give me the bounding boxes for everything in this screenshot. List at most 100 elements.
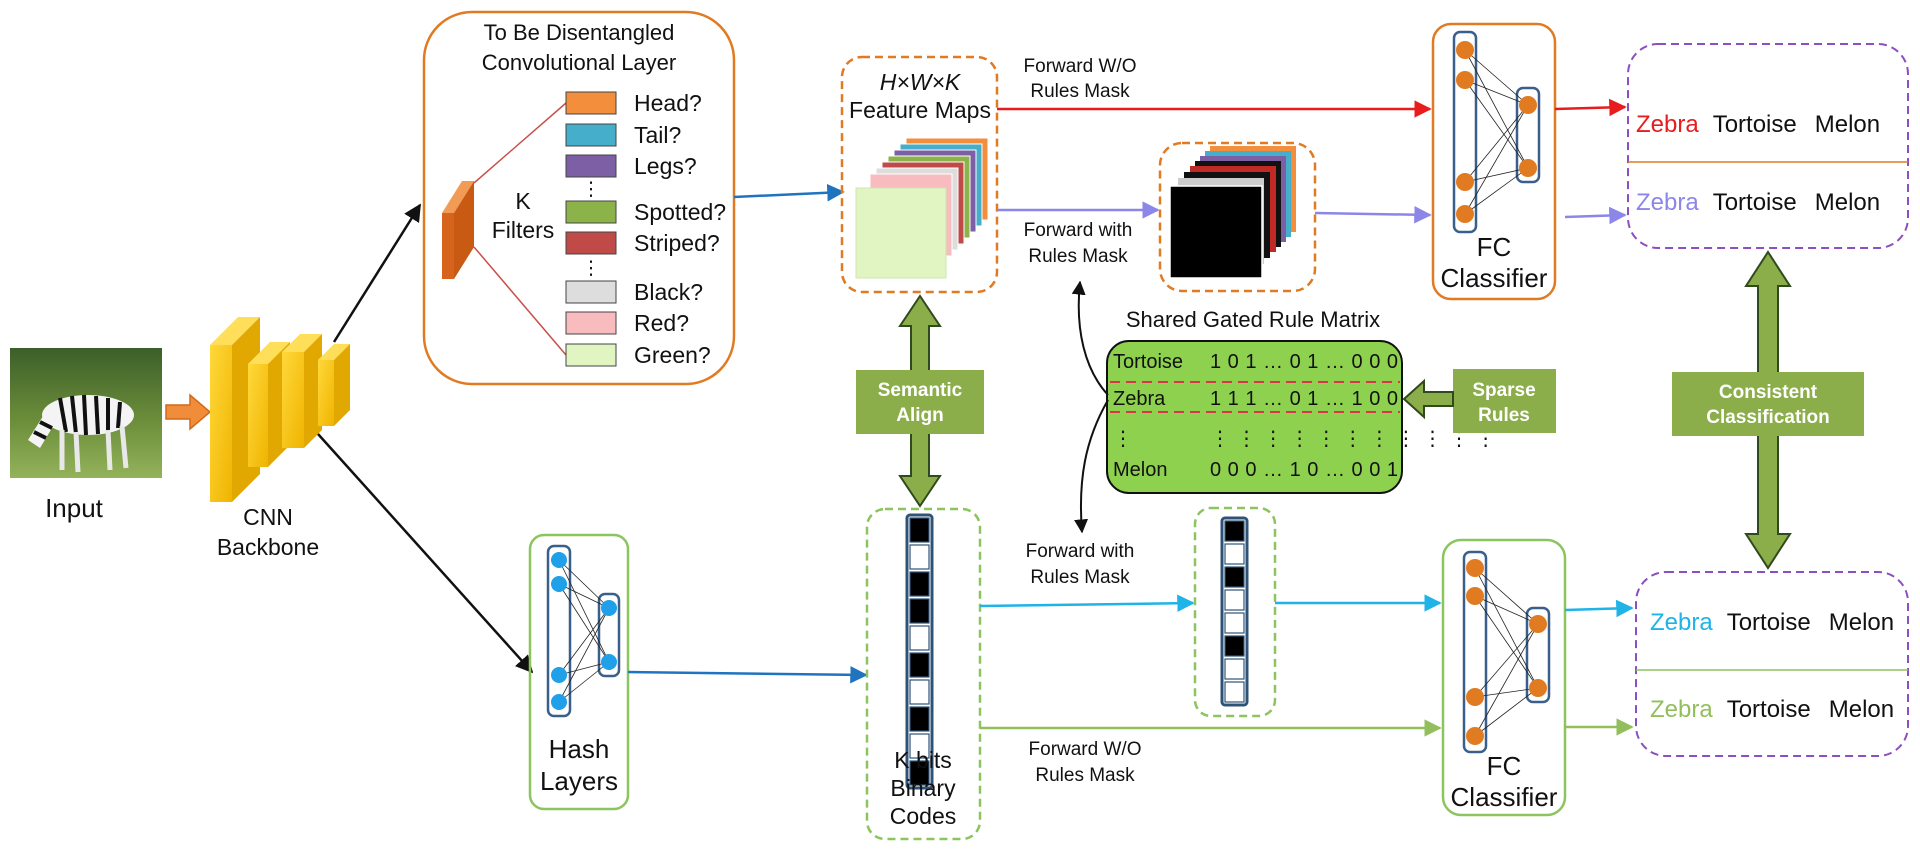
output-top-prediction: Zebra (1636, 189, 1699, 216)
rule-row-name: Tortoise (1113, 351, 1183, 373)
forward-with-top-label-1: Forward with (1024, 220, 1133, 241)
output-class-tortoise: Tortoise (1713, 111, 1797, 138)
feature-map-stack (855, 137, 989, 279)
filter-label: Green? (634, 342, 711, 368)
filter-ellipsis: ⋮ (582, 179, 601, 200)
fc-top-to-output-purple (1564, 206, 1627, 225)
filter-swatch (565, 343, 617, 367)
filter-swatch (565, 311, 617, 335)
bit-cell (909, 760, 930, 786)
kbits-label-1: K bits (894, 747, 952, 773)
masked-feature-box (1158, 141, 1317, 293)
conv-layer-title-1: To Be Disentangled (484, 20, 675, 45)
cnn-to-conv-arrow (332, 203, 422, 343)
rule-row-bits: 1 0 1 … 0 1 … 0 0 0 (1210, 351, 1399, 373)
filter-fan-line-top (473, 102, 567, 184)
filter-label: Tail? (634, 122, 681, 148)
filter-label: Red? (634, 310, 689, 336)
matrix-to-top-mask-arrow (1071, 280, 1109, 396)
matrix-to-bottom-mask-arrow (1074, 399, 1109, 534)
forward-wo-top-label-2: Rules Mask (1030, 81, 1130, 102)
bit-cell (1224, 589, 1245, 611)
feature-maps-label: Feature Maps (849, 97, 991, 123)
fc-bottom-network (1462, 550, 1551, 754)
fc-bottom-label-1: FC (1487, 751, 1522, 781)
filter-label: Black? (634, 279, 703, 305)
output-top-prediction: Zebra (1650, 696, 1713, 723)
bit-cell (1224, 520, 1245, 542)
rule-matrix-box (1106, 340, 1403, 494)
cnn-backbone (210, 317, 350, 502)
rule-row-name: ⋮ (1113, 428, 1133, 450)
filter-swatch (565, 91, 617, 115)
fc-classifier-bottom-box (1441, 538, 1567, 817)
rule-matrix-title: Shared Gated Rule Matrix (1126, 307, 1380, 332)
forward-with-bottom-arrow (979, 594, 1195, 612)
hash-layers-label-1: Hash (549, 734, 610, 764)
output-class-melon: Melon (1815, 111, 1880, 138)
sparse-rules-badge (1453, 369, 1556, 433)
filter-label: Spotted? (634, 199, 726, 225)
bit-cell (909, 652, 930, 678)
output-class-tortoise: Tortoise (1713, 189, 1797, 216)
bit-cell (909, 544, 930, 570)
output-class-tortoise: Tortoise (1727, 609, 1811, 636)
filter-label: Striped? (634, 230, 720, 256)
cnn-backbone-label-2: Backbone (217, 534, 319, 560)
bit-cell (1224, 681, 1245, 703)
fc-top-to-output-red (1554, 98, 1627, 117)
semantic-align-label-1: Semantic (878, 380, 963, 401)
rule-row-name: Zebra (1113, 388, 1166, 410)
consistent-classification-label-2: Classification (1706, 407, 1830, 428)
sparse-rules-label-2: Rules (1478, 405, 1530, 426)
bit-cell (909, 679, 930, 705)
semantic-align-label-2: Align (896, 405, 944, 426)
feature-maps-box (840, 55, 999, 294)
filter-list: Head? Tail? Legs? ⋮ Spotted? Striped? ⋮ Black? R… (565, 90, 726, 368)
output-top-box (1627, 43, 1909, 249)
bit-cell (1224, 658, 1245, 680)
forward-with-top-label-2: Rules Mask (1028, 246, 1128, 267)
hash-layers-label-2: Layers (540, 766, 618, 796)
filter-swatch (565, 123, 617, 147)
binary-codes-main (905, 513, 934, 790)
rule-row-bits: 1 1 1 … 0 1 … 1 0 0 (1210, 388, 1399, 410)
bit-cell (909, 517, 930, 543)
rule-row-bits: 0 0 0 … 1 0 … 0 0 1 (1210, 459, 1399, 481)
bit-cell (1224, 543, 1245, 565)
bit-cell (909, 625, 930, 651)
forward-with-bottom-label-2: Rules Mask (1030, 567, 1130, 588)
filter-label: Head? (634, 90, 702, 116)
bit-cell (909, 598, 930, 624)
filter-ellipsis: ⋮ (582, 258, 601, 279)
conv-layer-box (422, 10, 736, 386)
sparse-to-matrix-arrow (1402, 378, 1454, 420)
bit-cell (1224, 635, 1245, 657)
bit-cell (909, 706, 930, 732)
k-filters-label-2: Filters (492, 217, 555, 243)
filter-swatch (565, 280, 617, 304)
kbits-label-3: Codes (890, 803, 956, 829)
fc-top-label-2: Classifier (1441, 263, 1548, 293)
k-filters-label-1: K (515, 188, 531, 214)
forward-wo-top-label-1: Forward W/O (1024, 56, 1137, 77)
filter-label: Legs? (634, 153, 697, 179)
conv-layer-title-2: Convolutional Layer (482, 50, 676, 75)
fc-bottom-label-2: Classifier (1451, 782, 1558, 812)
rule-row-name: Melon (1113, 459, 1167, 481)
masked-codes-box (1193, 506, 1277, 718)
fc-top-network (1452, 30, 1541, 234)
feature-dims-label: H×W×K (880, 69, 962, 95)
masked-feature-stack (1169, 146, 1296, 279)
bit-cell (1224, 566, 1245, 588)
forward-wo-bottom-label-1: Forward W/O (1029, 739, 1142, 760)
consistent-classification-label-1: Consistent (1719, 382, 1818, 403)
fc-bottom-to-output-cyan (1564, 599, 1634, 618)
input-label: Input (45, 493, 104, 523)
filter-swatch (565, 154, 617, 178)
output-class-melon: Melon (1829, 609, 1894, 636)
